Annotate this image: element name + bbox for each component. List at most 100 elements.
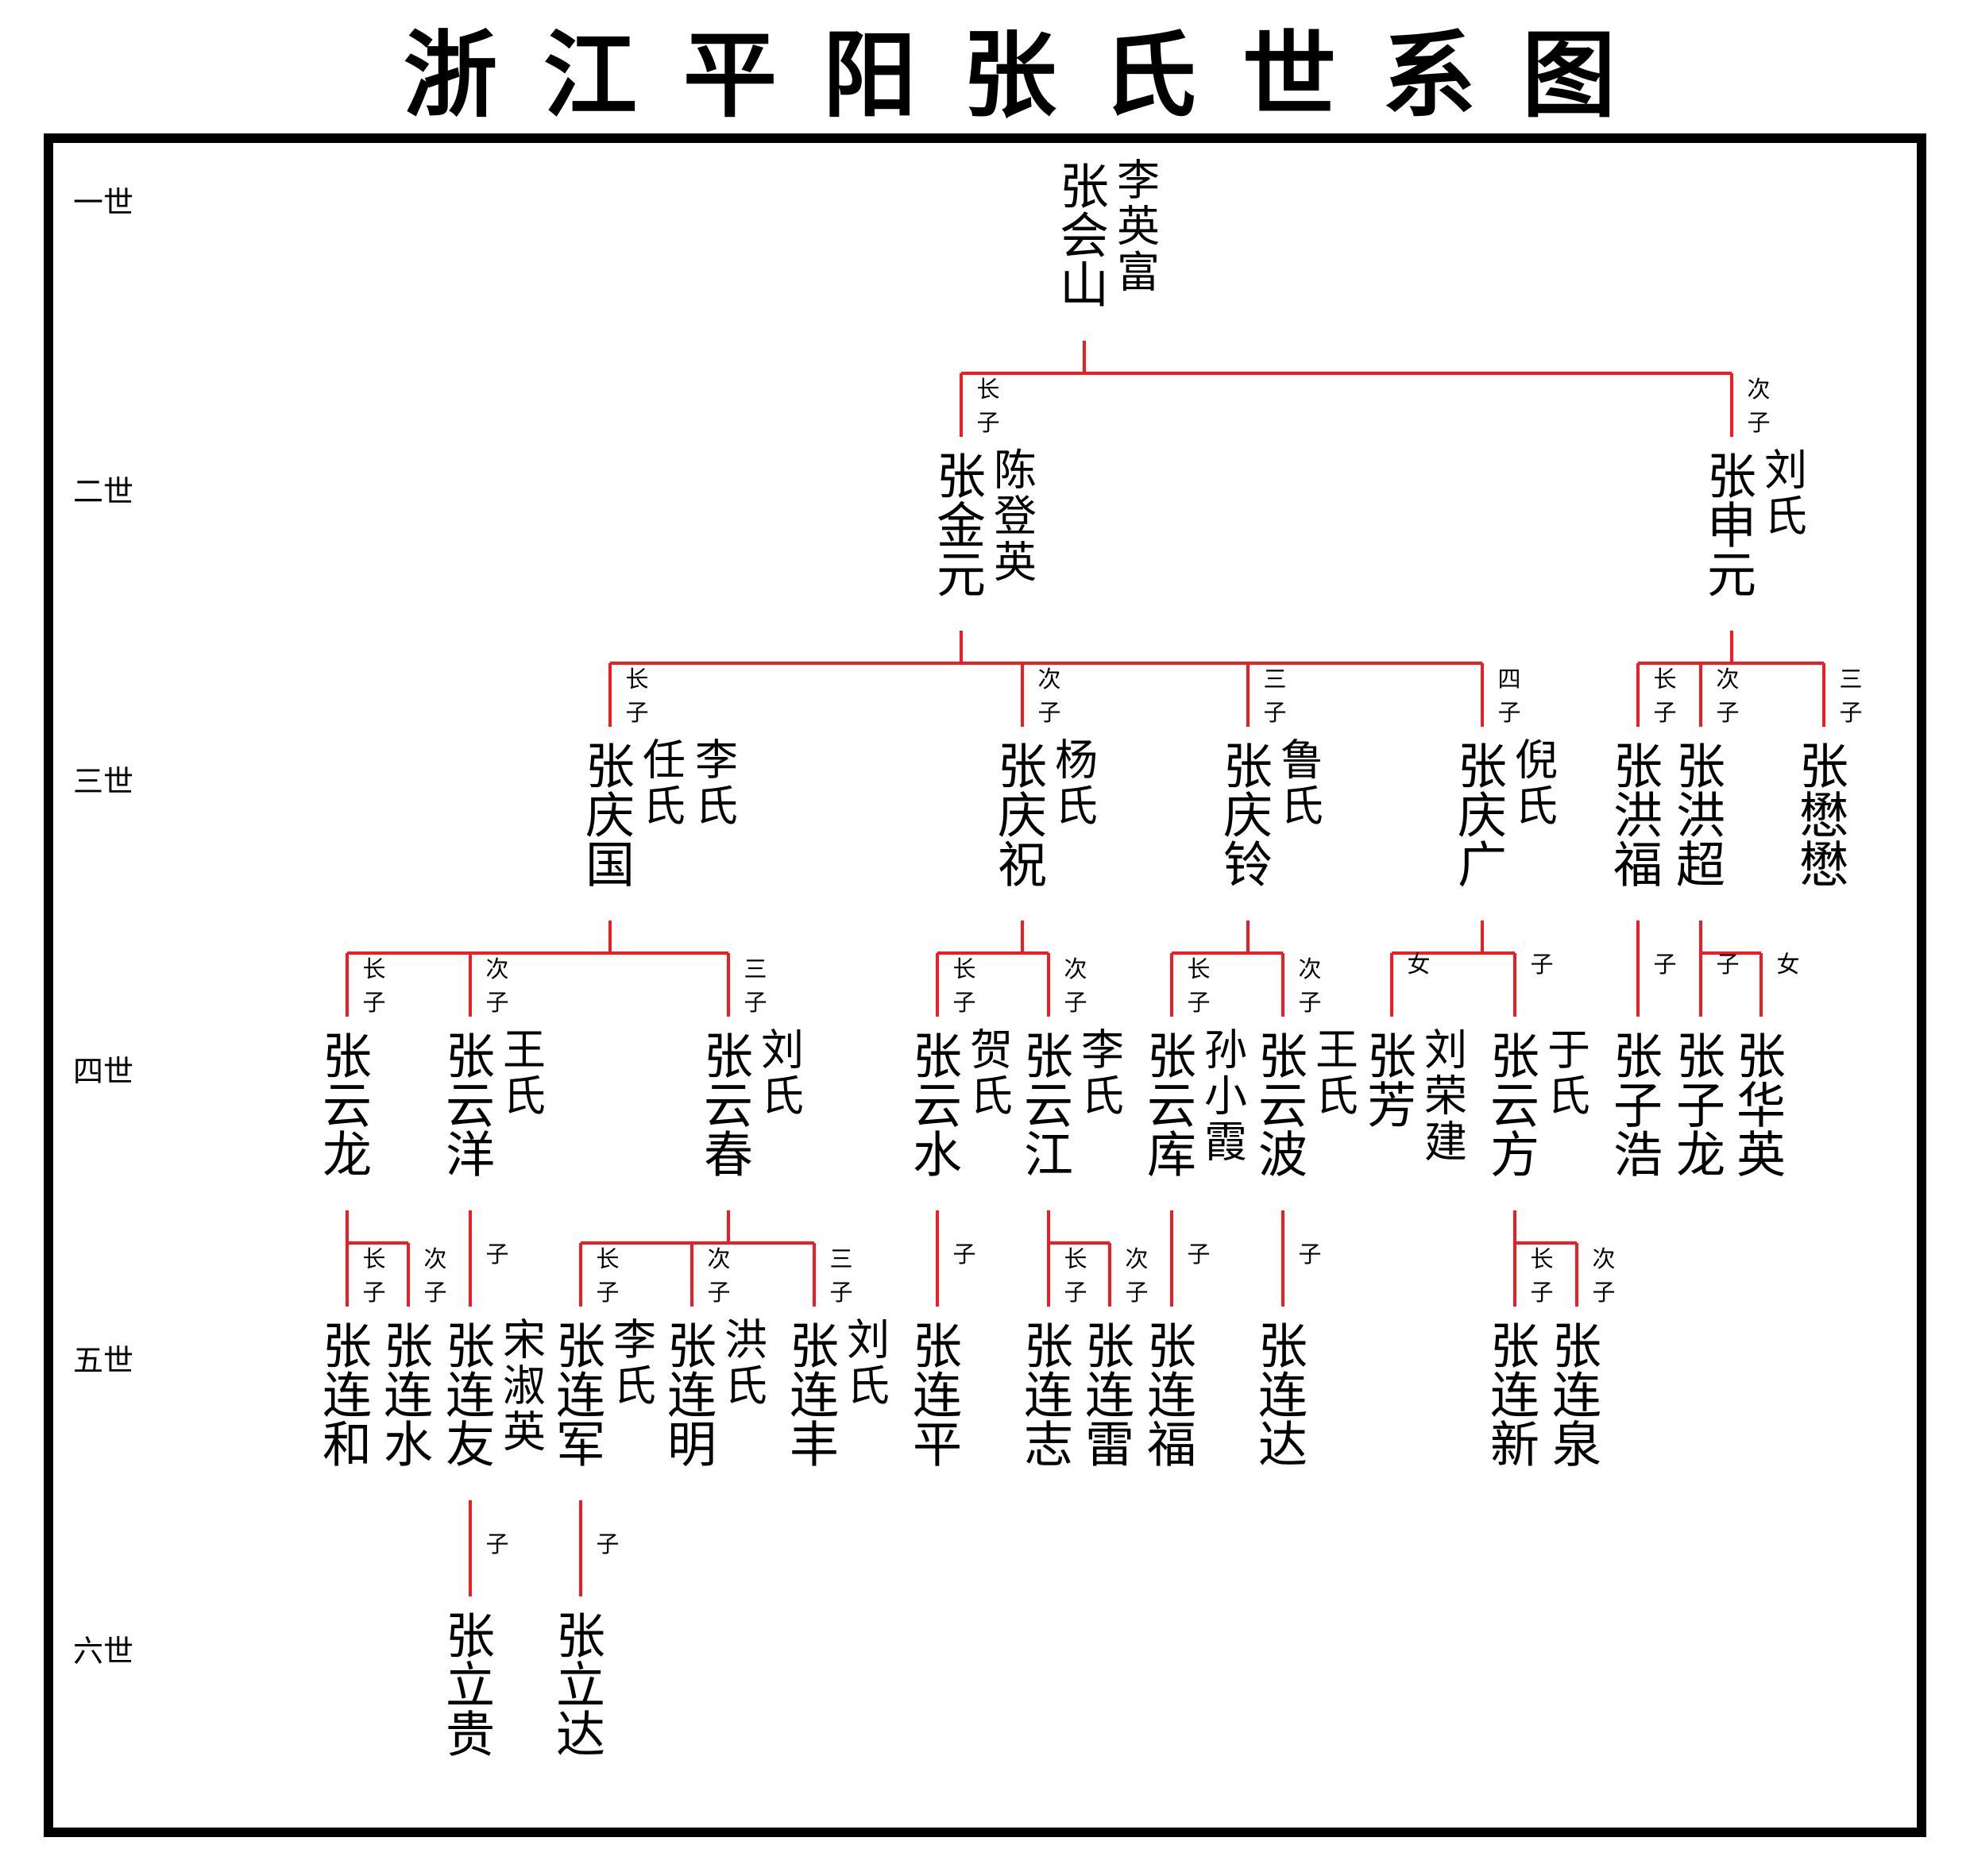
relation-label-char: 次 xyxy=(1125,1245,1148,1272)
person-name-yunku-char: 库 xyxy=(1147,1126,1196,1184)
person-name-lianfeng-char: 张 xyxy=(790,1318,839,1376)
person-name-qingguang: 张庆广 xyxy=(1458,738,1507,894)
person-name-maomao-char: 张 xyxy=(1799,738,1848,796)
chart-frame xyxy=(44,133,1926,1837)
generation-label: 六世 xyxy=(73,1634,133,1669)
person-name-yunshui-char: 水 xyxy=(913,1126,962,1184)
spouse-name-qingling-char: 氏 xyxy=(1280,782,1323,832)
person-name-huishan: 张会山 xyxy=(1060,158,1109,315)
person-name-yunfang: 张云方 xyxy=(1490,1028,1539,1184)
person-name-lianjun-char: 张 xyxy=(556,1318,605,1376)
person-name-zihao-char: 子 xyxy=(1613,1077,1663,1135)
person-name-lianquan: 张连泉 xyxy=(1552,1318,1601,1474)
person-name-lianda-char: 张 xyxy=(1258,1318,1308,1376)
person-name-lianzhi-char: 张 xyxy=(1024,1318,1073,1376)
spouse-name-yunbo-char: 氏 xyxy=(1315,1071,1358,1121)
relation-label: 长子 xyxy=(362,955,385,1016)
spouse-name-yunjiang: 李氏 xyxy=(1081,1025,1124,1121)
person-name-lianlei-char: 连 xyxy=(1085,1367,1134,1425)
relation-label: 子 xyxy=(1530,951,1553,978)
person-name-lianping: 张连平 xyxy=(913,1318,962,1474)
person-name-lianfu-char: 张 xyxy=(1147,1318,1196,1376)
relation-label-char: 次 xyxy=(707,1245,730,1272)
page-title: 浙江平阳张氏世系图 xyxy=(403,21,1662,130)
person-name-lianda: 张连达 xyxy=(1258,1318,1308,1474)
relation-label-char: 子 xyxy=(1716,699,1739,726)
person-name-qingguo: 张庆国 xyxy=(585,738,635,894)
person-name-lianhe: 张连和 xyxy=(323,1318,372,1474)
relation-label-char: 子 xyxy=(1653,951,1676,978)
relation-label-char: 子 xyxy=(1064,989,1087,1016)
relation-label: 长子 xyxy=(1530,1245,1553,1306)
spouse-name-yunku-char: 小 xyxy=(1204,1071,1247,1121)
person-name-lida-char: 张 xyxy=(556,1608,605,1666)
person-name-yunbo-char: 张 xyxy=(1258,1028,1308,1086)
person-name-lianzhi-char: 连 xyxy=(1024,1367,1073,1425)
relation-label-char: 子 xyxy=(744,989,767,1016)
spouse-name-yunshui-char: 氏 xyxy=(970,1071,1013,1121)
person-name-hongfu-char: 洪 xyxy=(1613,787,1663,845)
spouse-name-qingzhu-char: 杨 xyxy=(1055,735,1098,786)
spouse-name-yunshui-char: 贺 xyxy=(970,1025,1013,1075)
person-name-yunbo-char: 云 xyxy=(1258,1077,1308,1135)
person-name-ligui: 张立贵 xyxy=(446,1608,495,1764)
relation-label-char: 长 xyxy=(1530,1245,1553,1272)
relation-label: 子 xyxy=(596,1531,619,1558)
person-name-qingguo-char: 张 xyxy=(585,738,635,796)
person-name-lianlei: 张连雷 xyxy=(1085,1318,1134,1474)
person-name-huishan-char: 张 xyxy=(1060,158,1109,216)
person-name-lianming-char: 张 xyxy=(667,1318,717,1376)
spouse-name-lianyou-char: 英 xyxy=(503,1407,546,1457)
spouse-name-qingguo-char: 任 xyxy=(643,735,686,786)
relation-label-char: 子 xyxy=(362,989,385,1016)
person-name-zihao-char: 张 xyxy=(1613,1028,1663,1086)
person-name-zhangfang: 张芳 xyxy=(1367,1028,1416,1135)
spouse-name-yunjiang-char: 氏 xyxy=(1081,1071,1124,1121)
person-name-qingguang-char: 广 xyxy=(1458,836,1507,894)
person-name-zihao-char: 浩 xyxy=(1613,1126,1663,1184)
person-name-yunyang-char: 洋 xyxy=(446,1126,495,1184)
person-name-maomao-char: 懋 xyxy=(1799,836,1848,894)
spouse-name-lianjun-char: 李 xyxy=(613,1315,656,1365)
generation-label: 五世 xyxy=(73,1343,133,1378)
spouse-name-shenyuan: 刘氏 xyxy=(1764,446,1807,542)
relation-label-char: 次 xyxy=(1037,666,1060,693)
person-name-lianfeng-char: 丰 xyxy=(790,1416,839,1474)
spouse-name-qingling-char: 鲁 xyxy=(1280,735,1323,786)
person-name-yunchun: 张云春 xyxy=(704,1028,753,1184)
spouse-name-lianfeng: 刘氏 xyxy=(847,1315,890,1411)
relation-label-char: 子 xyxy=(1497,699,1520,726)
spouse-name-lianming-char: 氏 xyxy=(724,1361,767,1411)
person-name-jinyuan: 张金元 xyxy=(937,448,986,604)
spouse-name-lianyou: 宋淑英 xyxy=(503,1315,546,1457)
relation-label-char: 子 xyxy=(1187,1241,1210,1268)
relation-label: 次子 xyxy=(1298,955,1321,1016)
spouse-name-jinyuan: 陈登英 xyxy=(994,446,1037,588)
person-name-lianfu: 张连福 xyxy=(1147,1318,1196,1474)
relation-label-char: 子 xyxy=(952,1241,975,1268)
relation-label-char: 子 xyxy=(485,1531,508,1558)
person-name-lianfu-char: 福 xyxy=(1147,1416,1196,1474)
person-name-huaying: 张华英 xyxy=(1736,1028,1786,1184)
spouse-name-huishan-char: 英 xyxy=(1117,202,1160,252)
person-name-qingzhu: 张庆祝 xyxy=(998,738,1047,894)
relation-label-char: 女 xyxy=(1407,951,1430,978)
relation-label-char: 长 xyxy=(976,376,999,403)
spouse-name-lianyou-char: 淑 xyxy=(503,1361,546,1411)
relation-label-char: 三 xyxy=(744,955,767,982)
spouse-name-zhangfang: 刘荣建 xyxy=(1424,1025,1467,1168)
spouse-name-yunchun: 刘氏 xyxy=(761,1025,804,1121)
person-name-yunlong-char: 张 xyxy=(323,1028,372,1086)
person-name-yunchun-char: 张 xyxy=(704,1028,753,1086)
relation-label-char: 三 xyxy=(1839,666,1862,693)
person-name-hongchao-char: 洪 xyxy=(1676,787,1725,845)
spouse-name-jinyuan-char: 英 xyxy=(994,538,1037,588)
generation-label: 一世 xyxy=(73,185,133,220)
spouse-name-yunfang-char: 于 xyxy=(1547,1025,1590,1075)
relation-label-char: 子 xyxy=(1263,699,1286,726)
relation-label-char: 三 xyxy=(829,1245,852,1272)
relation-label: 长子 xyxy=(362,1245,385,1306)
person-name-huaying-char: 英 xyxy=(1736,1126,1786,1184)
spouse-name-lianfeng-char: 刘 xyxy=(847,1315,890,1365)
